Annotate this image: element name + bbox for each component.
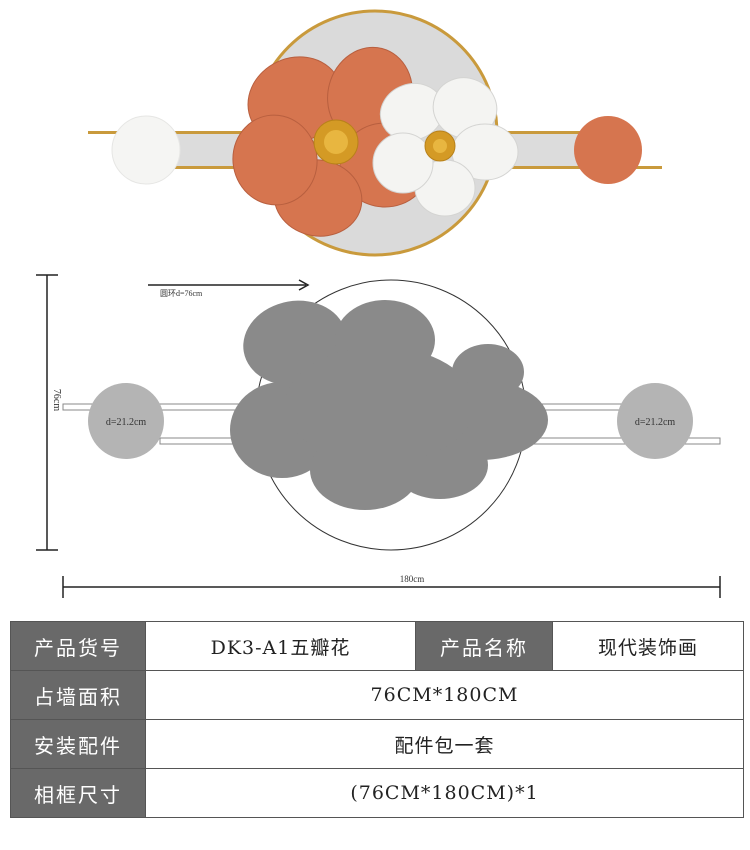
frame-size-value: (76CM*180CM)*1	[145, 768, 744, 818]
table-row: 产品货号 DK3-A1五瓣花 产品名称 现代装饰画	[10, 621, 744, 671]
gold-bar-right	[500, 131, 610, 134]
wall-area-value: 76CM*180CM	[145, 670, 744, 720]
ring-diameter-label: 圆环d=76cm	[160, 289, 203, 298]
left-disc-label: d=21.2cm	[106, 417, 147, 428]
product-name-value: 现代装饰画	[552, 621, 744, 671]
spec-table: 产品货号 DK3-A1五瓣花 产品名称 现代装饰画 占墙面积 76CM*180C…	[10, 621, 744, 818]
width-dim-label: 180cm	[400, 574, 425, 584]
table-row: 相框尺寸 (76CM*180CM)*1	[10, 768, 744, 818]
product-code-label: 产品货号	[10, 621, 146, 671]
right-disc-label: d=21.2cm	[635, 417, 676, 428]
table-row: 安装配件 配件包一套	[10, 719, 744, 769]
white-disc	[111, 115, 181, 185]
height-dim-label: 76cm	[51, 389, 62, 411]
ring-arrow-head	[298, 279, 310, 291]
table-row: 占墙面积 76CM*180CM	[10, 670, 744, 720]
product-code-value: DK3-A1五瓣花	[145, 621, 416, 671]
accessories-label: 安装配件	[10, 719, 146, 769]
flower-silhouette	[230, 300, 548, 510]
right-disc	[617, 383, 693, 459]
frame-size-label: 相框尺寸	[10, 768, 146, 818]
dimension-diagram: d=21.2cm d=21.2cm 圆环d=76cm 76cm 180cm	[36, 274, 721, 598]
white-flower	[372, 77, 519, 217]
product-name-label: 产品名称	[415, 621, 553, 671]
wall-area-label: 占墙面积	[10, 670, 146, 720]
left-disc	[88, 383, 164, 459]
orange-disc	[574, 116, 642, 184]
accessories-value: 配件包一套	[145, 719, 744, 769]
product-render	[88, 9, 662, 257]
product-illustration: d=21.2cm d=21.2cm 圆环d=76cm 76cm 180cm	[36, 9, 721, 598]
